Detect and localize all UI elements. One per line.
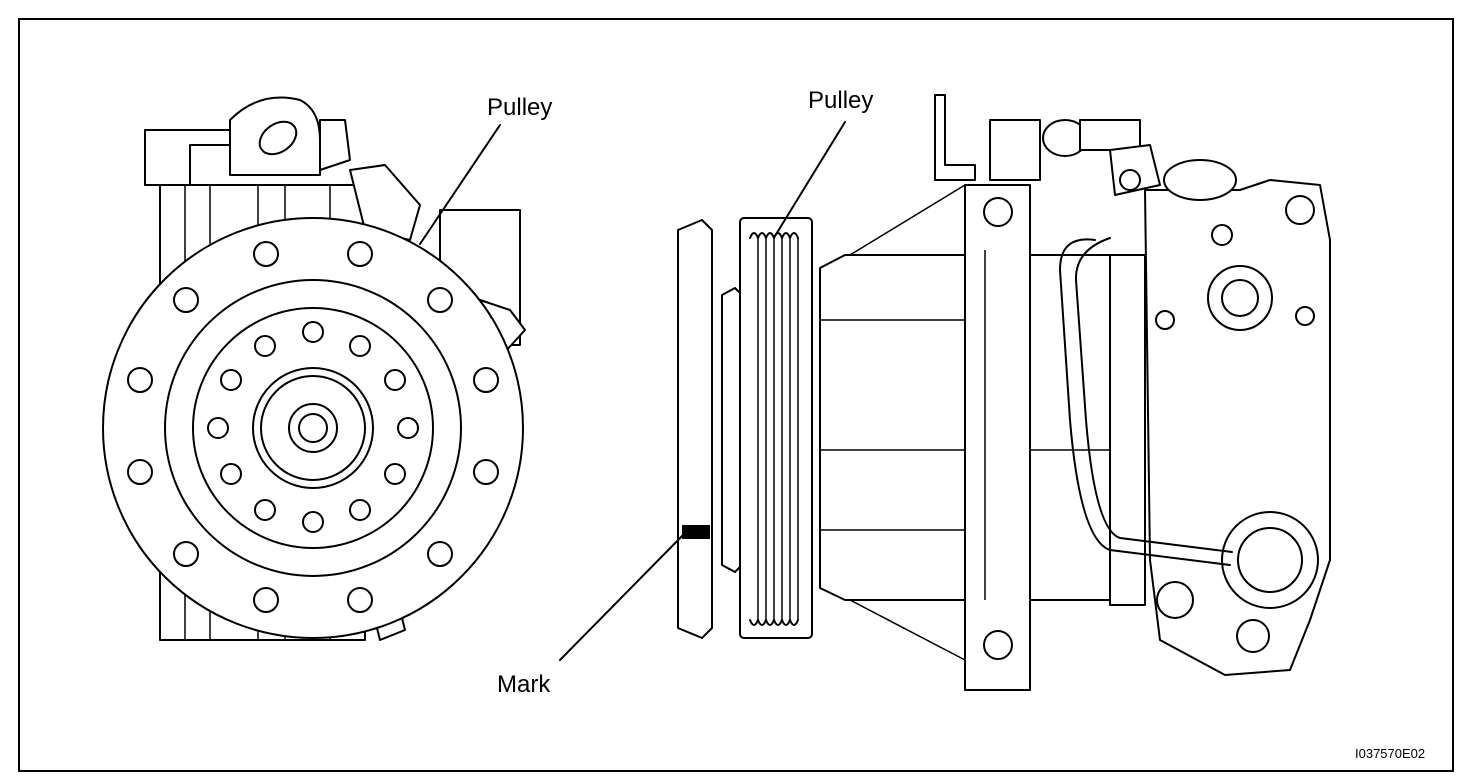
pulley-left-label: Pulley [487,94,552,121]
lower-port [1221,511,1319,609]
front-inner-holes [207,321,419,533]
service-port [1207,265,1273,331]
front-connector [349,164,421,241]
callouts: Pulley Pulley Mark I037570E02 [419,87,1425,761]
pulley-left-leader [419,124,501,245]
front-pulley-ring [164,279,462,577]
cylinder-body [964,184,1031,691]
wire-harness [1059,238,1231,566]
front-housing [819,254,966,601]
solenoid-cap [1163,159,1237,201]
compressor-side-view [677,94,1331,691]
figure-border [18,18,1454,772]
compressor-front-view [102,96,526,641]
clutch-front-plate [677,219,713,639]
side-pulley [739,217,813,639]
front-shaft-center [298,413,328,443]
mark-leader [559,532,686,661]
front-top-bracket [144,129,231,186]
figure-code: I037570E02 [1355,746,1425,761]
mark-label: Mark [497,671,551,698]
pulley-right-leader [774,121,846,237]
rear-head [1144,179,1331,676]
mark-indicator [682,525,710,539]
front-outer-holes [127,241,499,613]
pulley-right-label: Pulley [808,87,873,114]
